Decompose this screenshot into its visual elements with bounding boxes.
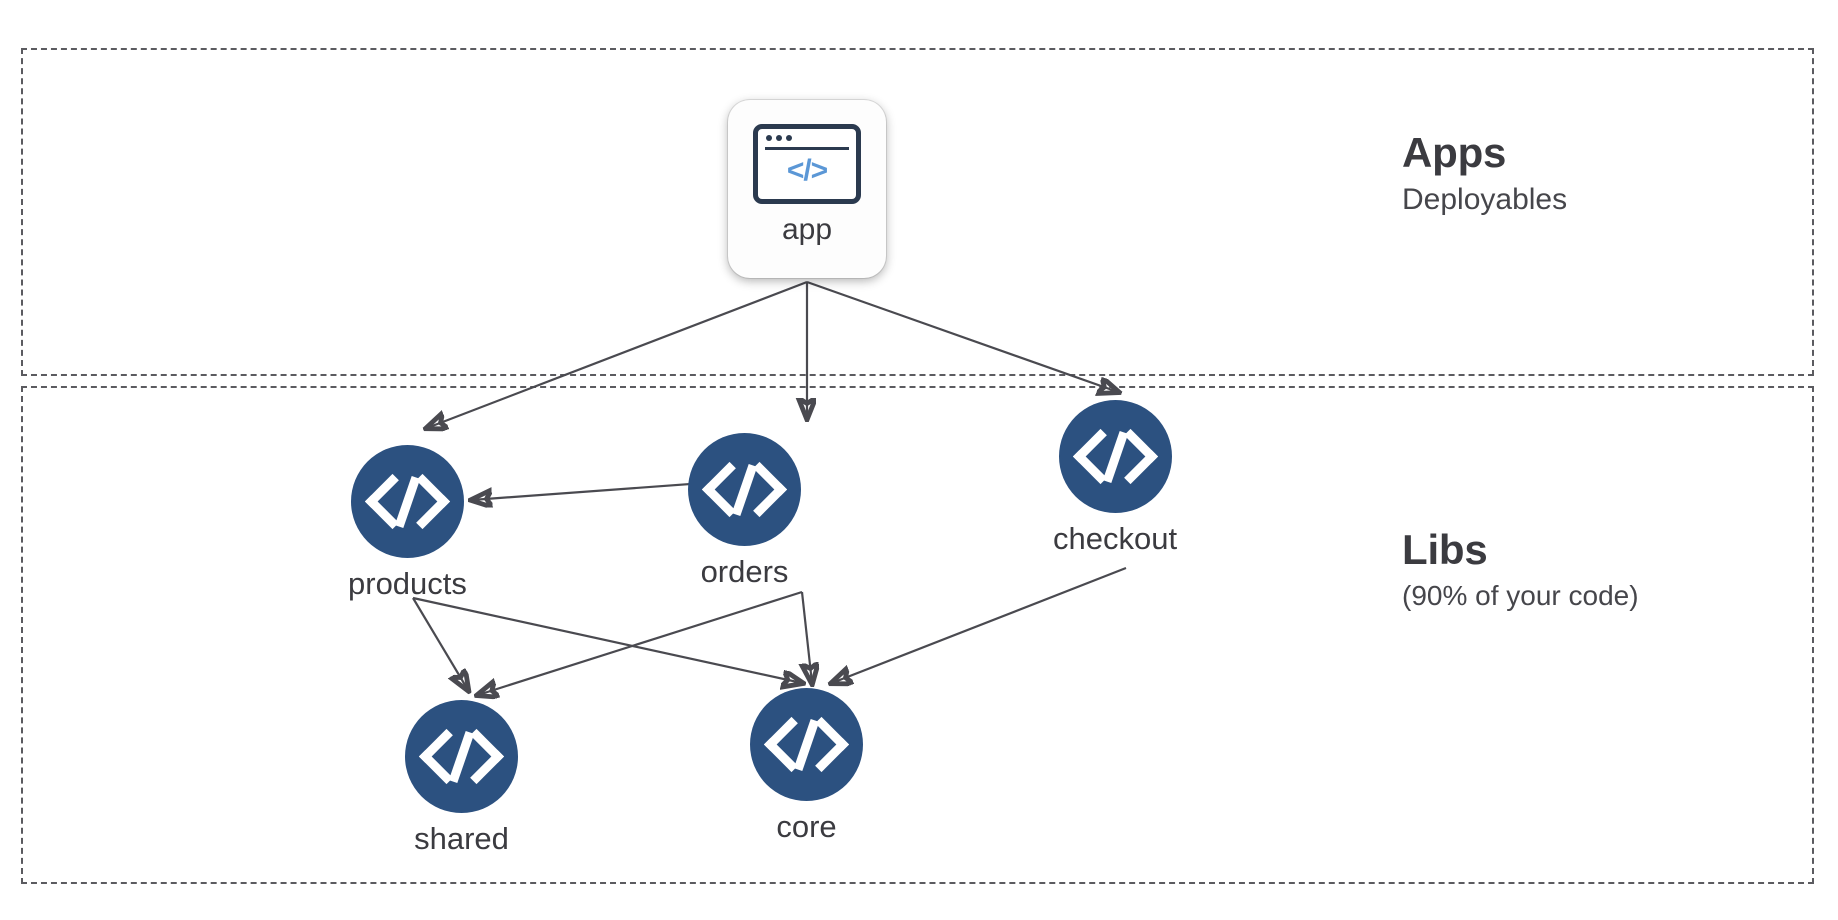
node-shared-label: shared: [414, 821, 509, 856]
node-products-label: products: [348, 566, 467, 601]
code-angle-brackets-icon: </>: [786, 154, 828, 187]
node-orders[interactable]: orders: [688, 433, 801, 590]
node-core-label: core: [776, 809, 837, 844]
node-orders-label: orders: [700, 554, 789, 589]
libs-caption-subtitle: (90% of your code): [1402, 579, 1639, 611]
browser-code-icon: </>: [753, 124, 861, 204]
node-shared[interactable]: shared: [405, 700, 518, 857]
window-titlebar-rule: [765, 147, 849, 150]
code-icon: [688, 433, 801, 546]
libs-band: [21, 386, 1814, 884]
node-core[interactable]: core: [750, 688, 863, 845]
libs-band-caption: Libs (90% of your code): [1402, 525, 1639, 612]
node-checkout-label: checkout: [1053, 521, 1178, 556]
apps-band-caption: Apps Deployables: [1402, 128, 1567, 217]
apps-caption-subtitle: Deployables: [1402, 182, 1568, 216]
code-icon: [405, 700, 518, 813]
window-dots-icon: [766, 135, 792, 141]
node-products[interactable]: products: [348, 445, 467, 602]
node-app[interactable]: </> app: [728, 100, 886, 278]
code-icon: [1058, 400, 1172, 513]
node-checkout[interactable]: checkout: [1053, 400, 1177, 557]
code-icon: [350, 445, 464, 558]
apps-caption-title: Apps: [1402, 129, 1507, 176]
code-icon: [750, 688, 863, 801]
node-app-label: app: [781, 213, 833, 246]
libs-caption-title: Libs: [1402, 526, 1488, 573]
